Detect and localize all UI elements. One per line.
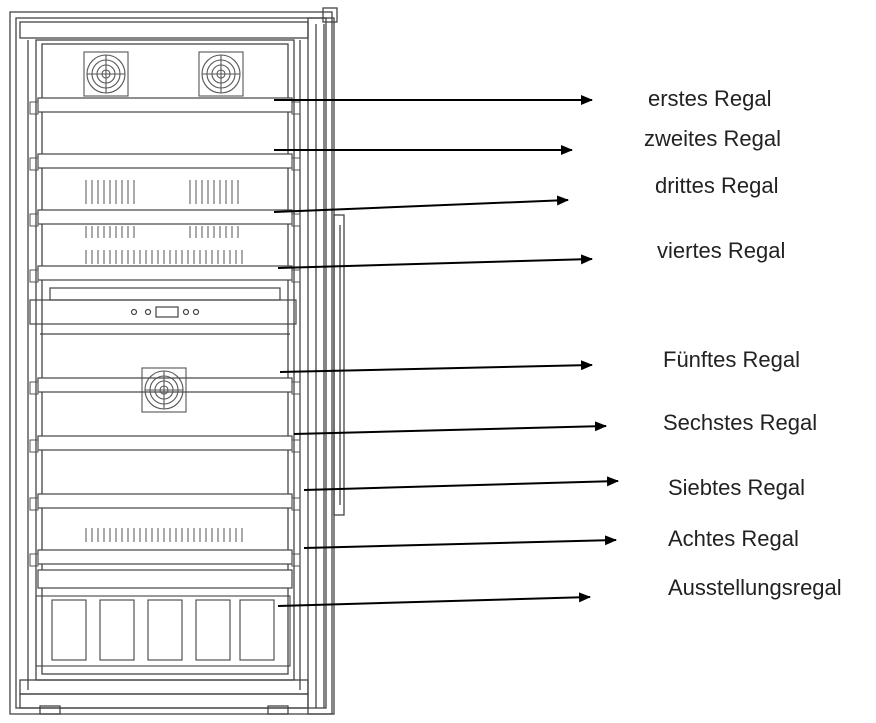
arrow-5: [279, 360, 593, 373]
shelf-8: [37, 549, 293, 565]
arrow-4: [277, 254, 593, 269]
middle-fan: [141, 367, 187, 413]
shelves: [37, 97, 293, 589]
top-fans: [83, 51, 244, 97]
label-fuenftes-regal: Fünftes Regal: [663, 347, 800, 372]
arrow-8: [303, 535, 617, 549]
label-viertes-regal: viertes Regal: [657, 238, 786, 263]
shelf-7: [37, 493, 293, 509]
arrow-9: [277, 592, 591, 607]
display-shelf: [37, 569, 293, 589]
arrow-6: [293, 421, 607, 435]
shelf-6: [37, 435, 293, 451]
label-sechstes-regal: Sechstes Regal: [663, 410, 818, 435]
label-achtes-regal: Achtes Regal: [668, 526, 799, 551]
pointer-arrows: [273, 95, 619, 607]
shelf-1: [37, 97, 293, 113]
arrow-3: [273, 195, 569, 213]
label-drittes-regal: drittes Regal: [655, 173, 779, 198]
label-siebtes-regal: Siebtes Regal: [668, 475, 805, 500]
bottom-compartments: [35, 595, 291, 667]
shelf-brackets: [29, 101, 301, 567]
label-erstes-regal: erstes Regal: [648, 86, 772, 111]
shelf-2: [37, 153, 293, 169]
control-panel: [29, 287, 297, 335]
cabinet: [9, 7, 345, 715]
shelf-4: [37, 265, 293, 281]
arrow-7: [303, 476, 619, 491]
vent-slots: [85, 180, 243, 542]
label-ausstellungsregal: Ausstellungsregal: [668, 575, 842, 600]
shelf-3: [37, 209, 293, 225]
label-zweites-regal: zweites Regal: [644, 126, 781, 151]
